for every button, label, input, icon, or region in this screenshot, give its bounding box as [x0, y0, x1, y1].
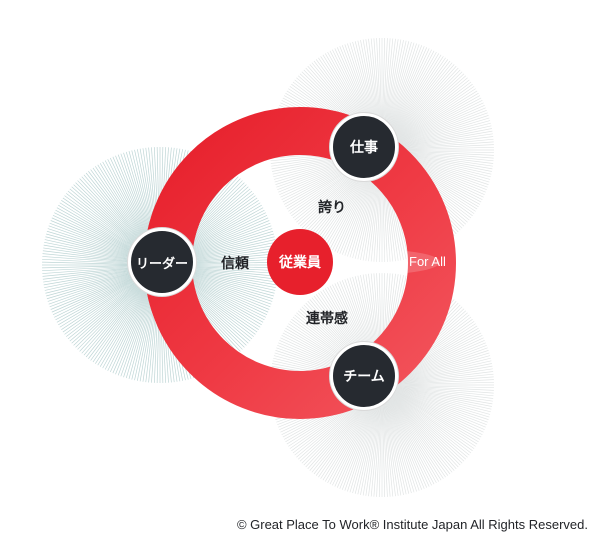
- ring-label-for-all: For All: [409, 254, 446, 269]
- node-team: チーム: [330, 342, 398, 410]
- relation-camaraderie: 連帯感: [306, 311, 348, 327]
- copyright-notice: © Great Place To Work® Institute Japan A…: [236, 517, 588, 532]
- node-work: 仕事: [330, 113, 398, 181]
- node-leader: リーダー: [128, 228, 196, 296]
- for-all-band: [324, 250, 440, 274]
- relation-trust: 信頼: [221, 256, 249, 272]
- node-employee: 従業員: [267, 229, 333, 295]
- relation-pride: 誇り: [318, 200, 346, 216]
